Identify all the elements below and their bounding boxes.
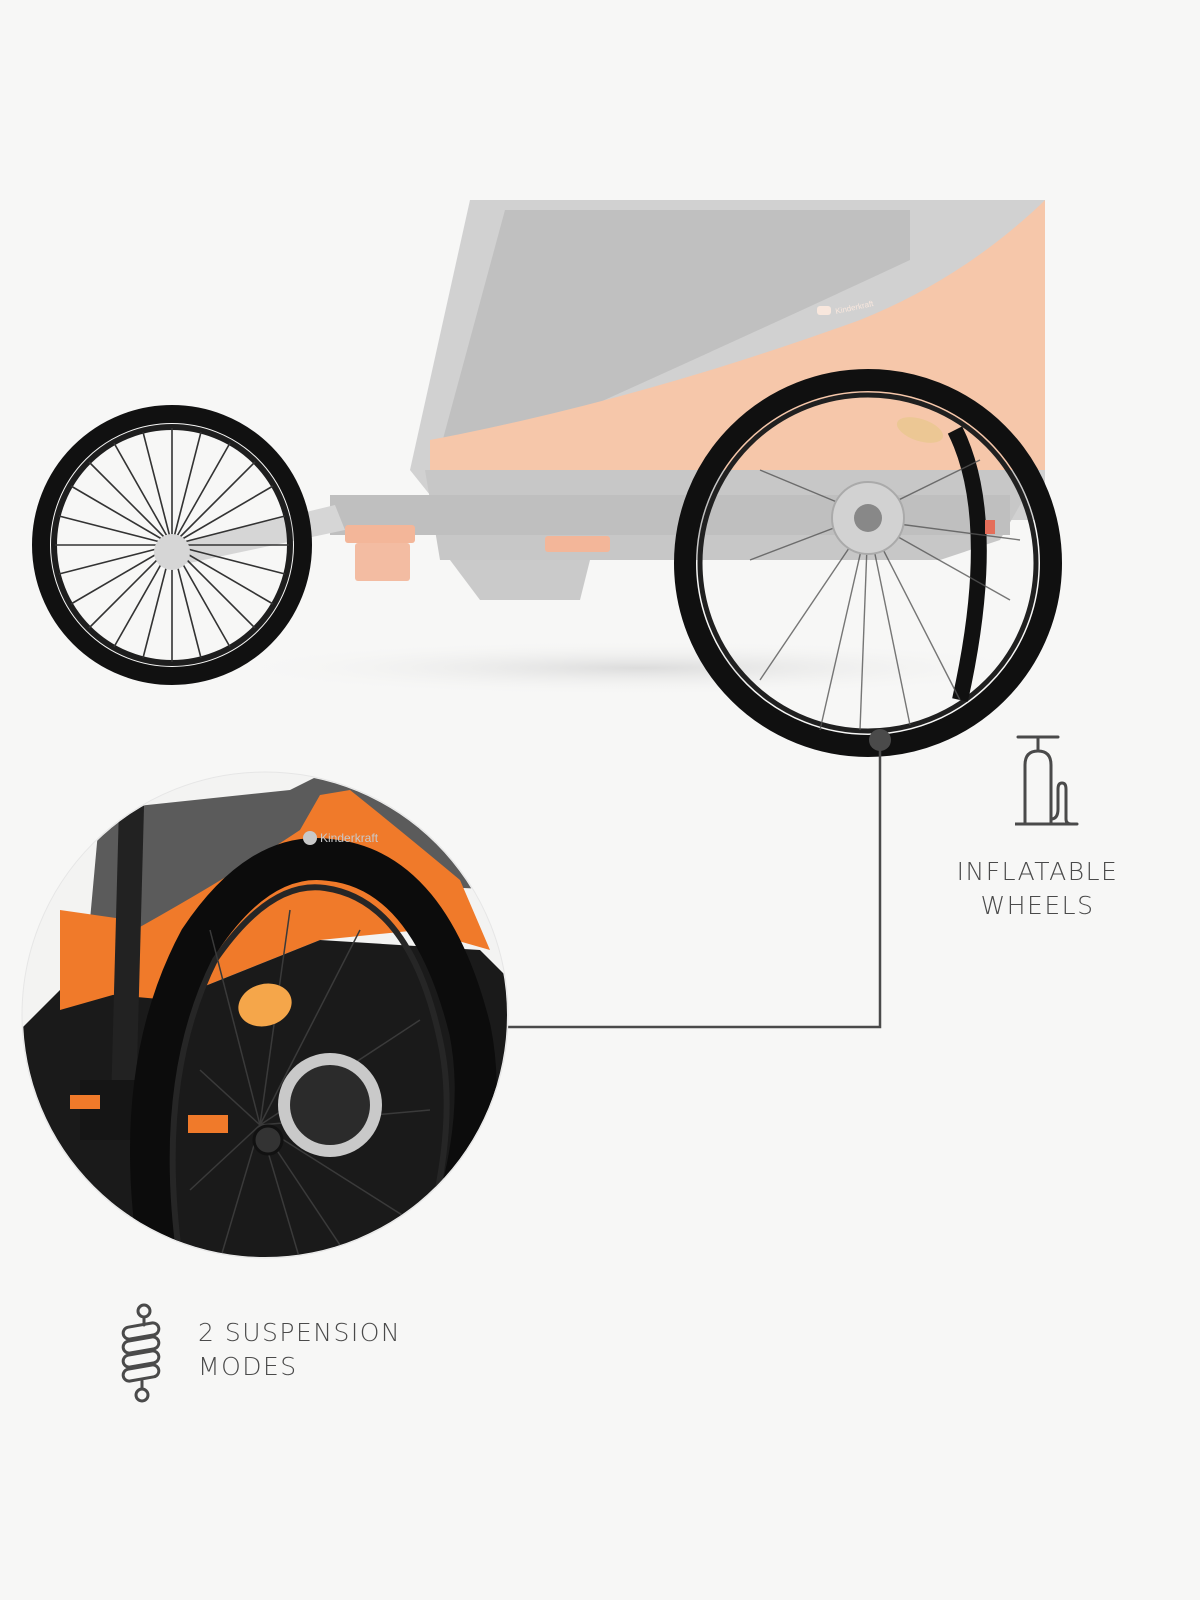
- feature-suspension-modes: 2 SUSPENSION MODES: [198, 1316, 401, 1384]
- feature-title-line1: 2 SUSPENSION: [198, 1318, 402, 1347]
- spring-suspension-icon: [121, 1303, 161, 1403]
- callout-dot: [869, 729, 891, 751]
- trailer-product-image: Kinderkraft: [32, 200, 1062, 757]
- callout-leader-line: [500, 729, 891, 1029]
- front-wheel: [32, 405, 312, 685]
- air-pump-icon: [1015, 735, 1079, 826]
- feature-inflatable-wheels: INFLATABLE WHEELS: [900, 855, 1175, 923]
- wheel-detail-inset: Kinderkraft: [21, 771, 509, 1259]
- feature-title-line1: INFLATABLE: [956, 857, 1119, 886]
- rear-wheel: [674, 369, 1062, 757]
- svg-text:Kinderkraft: Kinderkraft: [320, 831, 379, 845]
- feature-title-line2: MODES: [198, 1352, 298, 1381]
- feature-title-line2: WHEELS: [980, 891, 1095, 920]
